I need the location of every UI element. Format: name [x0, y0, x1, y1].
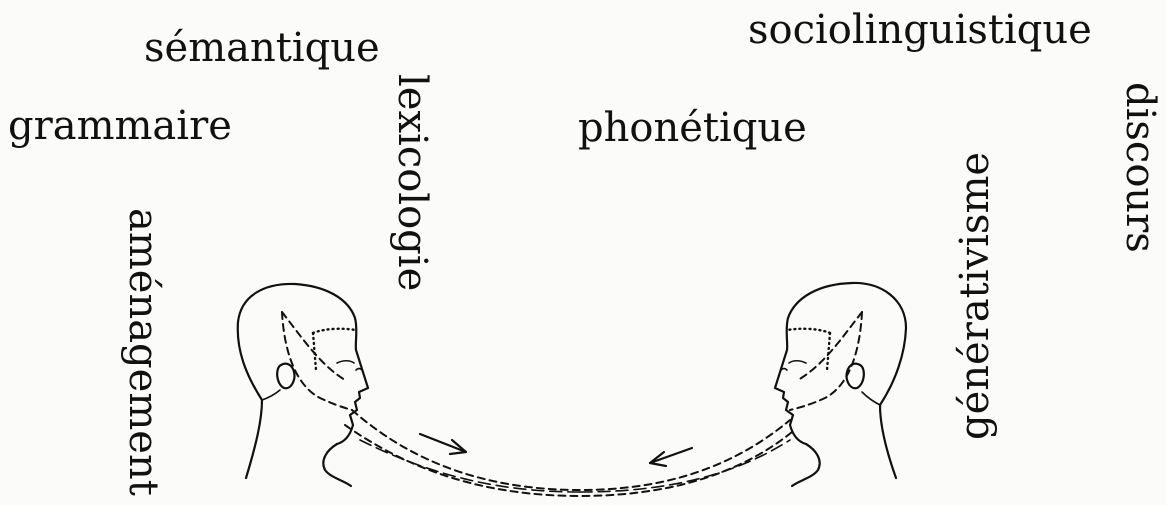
communication-arc: [344, 409, 793, 498]
right-head-drawing: [773, 281, 908, 488]
term-phonetique: phonétique: [578, 105, 807, 151]
term-grammaire: grammaire: [8, 103, 232, 149]
term-semantique: sémantique: [144, 25, 380, 71]
right-pointing-arrow-icon: [418, 432, 468, 456]
left-pointing-arrow-icon: [648, 446, 694, 468]
left-head-drawing: [236, 282, 370, 488]
term-sociolinguistique: sociolinguistique: [748, 7, 1092, 53]
